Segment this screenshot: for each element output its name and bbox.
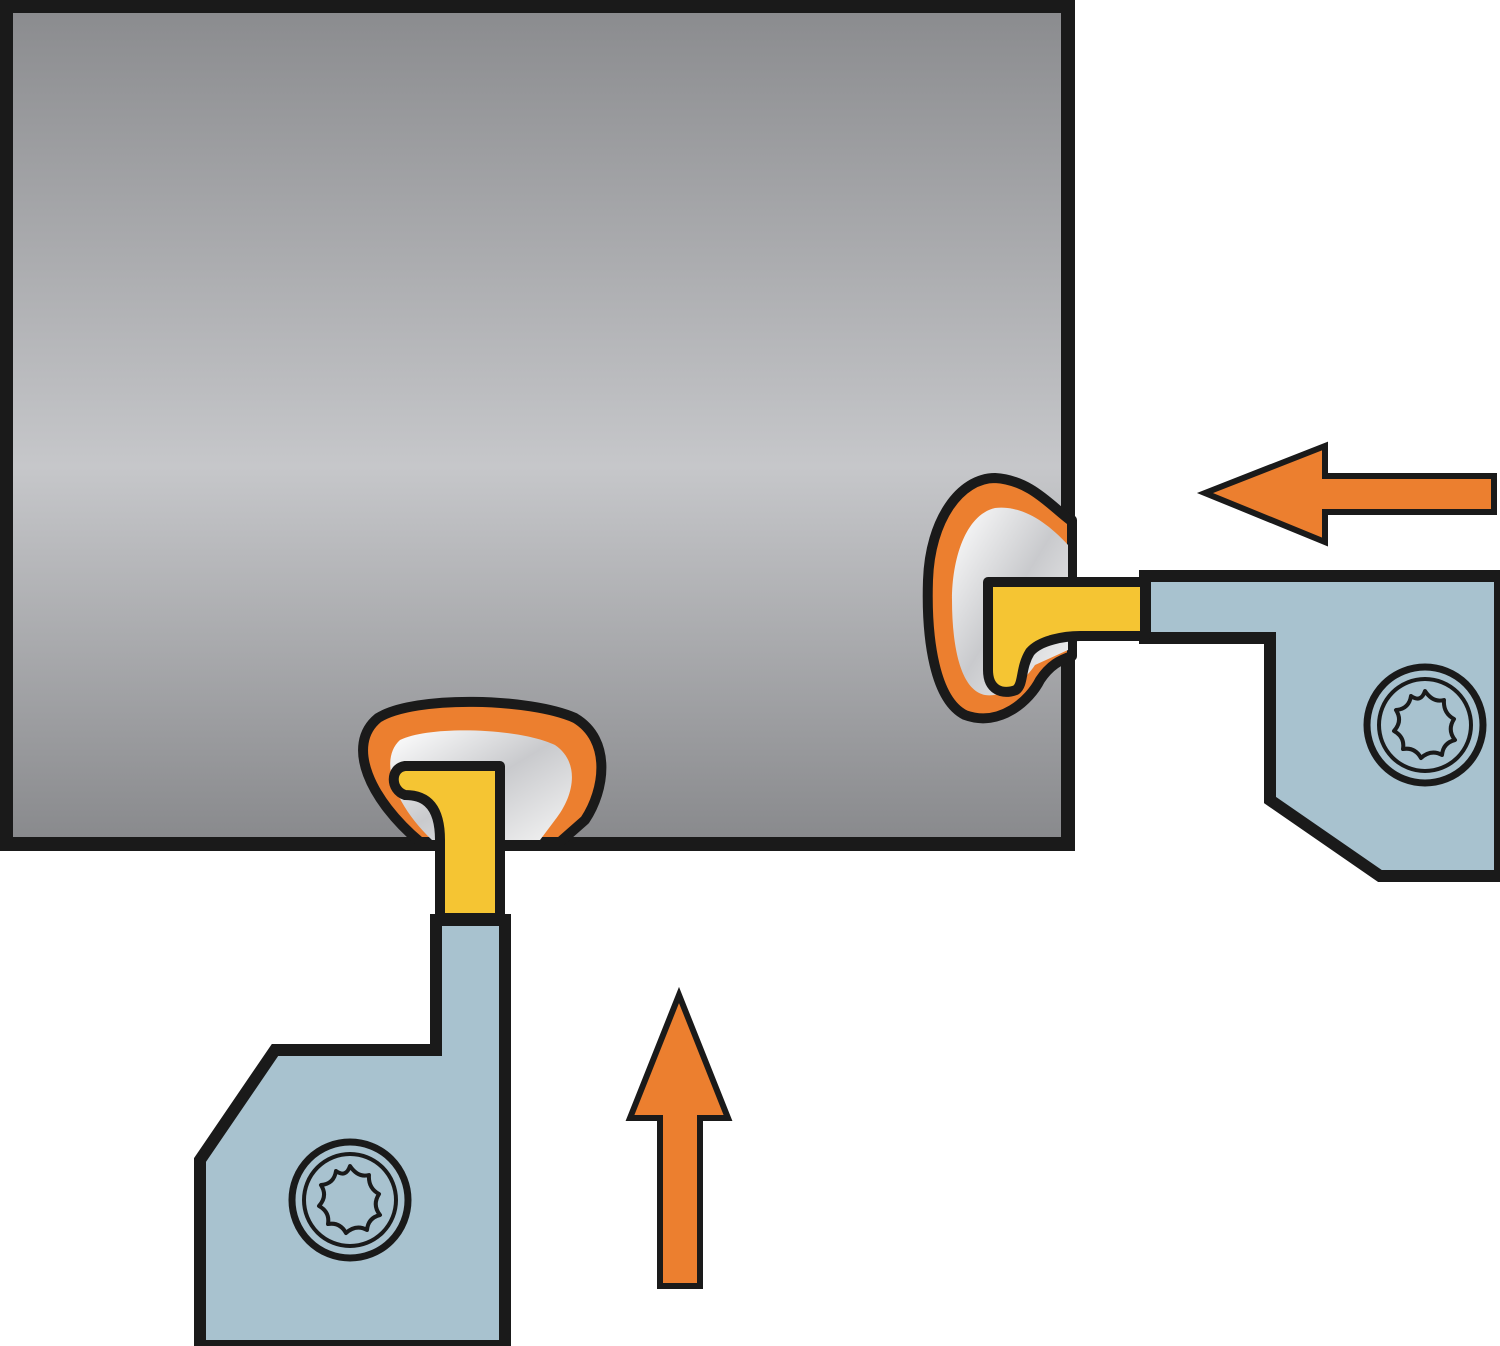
axial-feed-arrow [1196, 441, 1497, 547]
radial-tool-holder [194, 914, 511, 1346]
axial-clamp-screw-icon [1363, 663, 1487, 787]
radial-clamp-screw-icon [288, 1138, 412, 1262]
axial-tool-holder [1139, 570, 1500, 882]
radial-insert [388, 761, 505, 923]
axial-insert [983, 577, 1150, 697]
radial-feed-arrow [625, 986, 733, 1289]
